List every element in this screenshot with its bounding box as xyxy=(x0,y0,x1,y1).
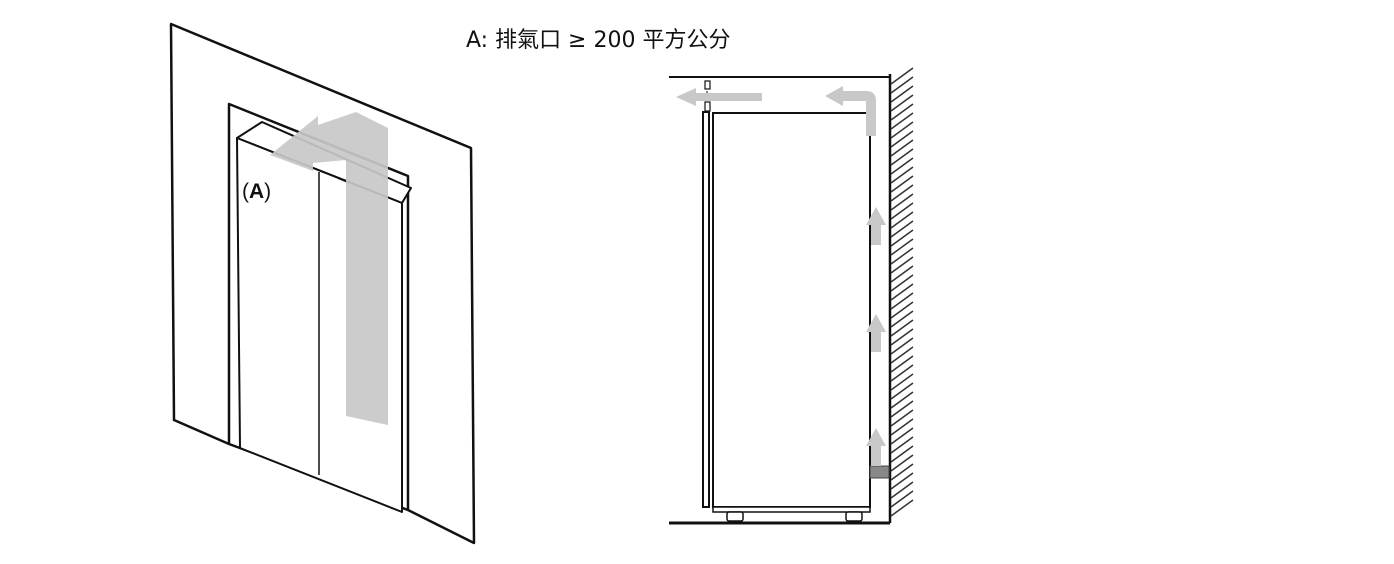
airflow-arrow-icon xyxy=(866,314,886,352)
callout-letter: A xyxy=(249,180,265,203)
hatch-line xyxy=(890,211,914,229)
hatch-line xyxy=(890,481,914,499)
airflow-arrow-icon xyxy=(866,428,886,466)
hatch-line xyxy=(890,427,914,445)
appliance-body xyxy=(712,112,871,508)
hatch-line xyxy=(890,175,914,193)
hatch-line xyxy=(890,220,914,238)
hatch-line xyxy=(890,193,914,211)
hatch-line xyxy=(890,418,914,436)
hatch-line xyxy=(890,391,914,409)
vent-requirement-caption: A: 排氣口 ≥ 200 平方公分 xyxy=(466,28,731,53)
hatch-line xyxy=(890,265,914,283)
door-panel xyxy=(702,111,710,508)
hatch-line xyxy=(890,139,914,157)
hatch-line xyxy=(890,112,914,130)
hatch-line xyxy=(890,499,914,517)
hatch-line xyxy=(890,67,914,85)
hatch-line xyxy=(890,103,914,121)
hatch-line xyxy=(890,310,914,328)
airflow-arrows-side xyxy=(676,86,886,466)
hatch-line xyxy=(890,256,914,274)
airflow-arrow-icon xyxy=(866,207,886,245)
hatch-line xyxy=(890,337,914,355)
hatch-line xyxy=(890,148,914,166)
hatch-line xyxy=(890,463,914,481)
hatch-line xyxy=(890,328,914,346)
hatch-line xyxy=(890,445,914,463)
hatch-line xyxy=(890,121,914,139)
wall-hatching xyxy=(890,67,914,517)
hatch-line xyxy=(890,85,914,103)
hatch-line xyxy=(890,274,914,292)
hatch-line xyxy=(890,346,914,364)
hatch-line xyxy=(890,157,914,175)
hatch-line xyxy=(890,400,914,418)
callout-paren-open: ( xyxy=(242,180,249,203)
hatch-line xyxy=(890,229,914,247)
hatch-line xyxy=(890,202,914,220)
hatch-line xyxy=(890,292,914,310)
hatch-line xyxy=(890,247,914,265)
hatch-line xyxy=(890,301,914,319)
hatch-line xyxy=(890,94,914,112)
airflow-arrow-icon xyxy=(676,88,762,106)
appliance-foot xyxy=(845,511,863,522)
hatch-line xyxy=(890,355,914,373)
hatch-line xyxy=(890,436,914,454)
hatch-line xyxy=(890,373,914,391)
hatch-line xyxy=(890,319,914,337)
callout-paren-close: ) xyxy=(264,180,272,203)
hatch-line xyxy=(890,76,914,94)
bottom-vent xyxy=(869,465,890,479)
airflow-arrow-icon xyxy=(825,86,876,136)
perspective-view xyxy=(169,22,476,545)
hatch-line xyxy=(890,472,914,490)
callout-label-a: (A) xyxy=(242,180,271,204)
hatch-line xyxy=(890,283,914,301)
hatch-line xyxy=(890,184,914,202)
top-vent-grille xyxy=(704,80,711,90)
appliance-base xyxy=(712,506,871,513)
hatch-line xyxy=(890,238,914,256)
hatch-line xyxy=(890,454,914,472)
appliance-foot xyxy=(726,511,744,522)
airflow-arrow-icon xyxy=(270,112,388,425)
side-section-view xyxy=(669,67,914,525)
hatch-line xyxy=(890,166,914,184)
hatch-line xyxy=(890,130,914,148)
hatch-line xyxy=(890,490,914,508)
hatch-line xyxy=(890,409,914,427)
hatch-line xyxy=(890,364,914,382)
hatch-line xyxy=(890,382,914,400)
